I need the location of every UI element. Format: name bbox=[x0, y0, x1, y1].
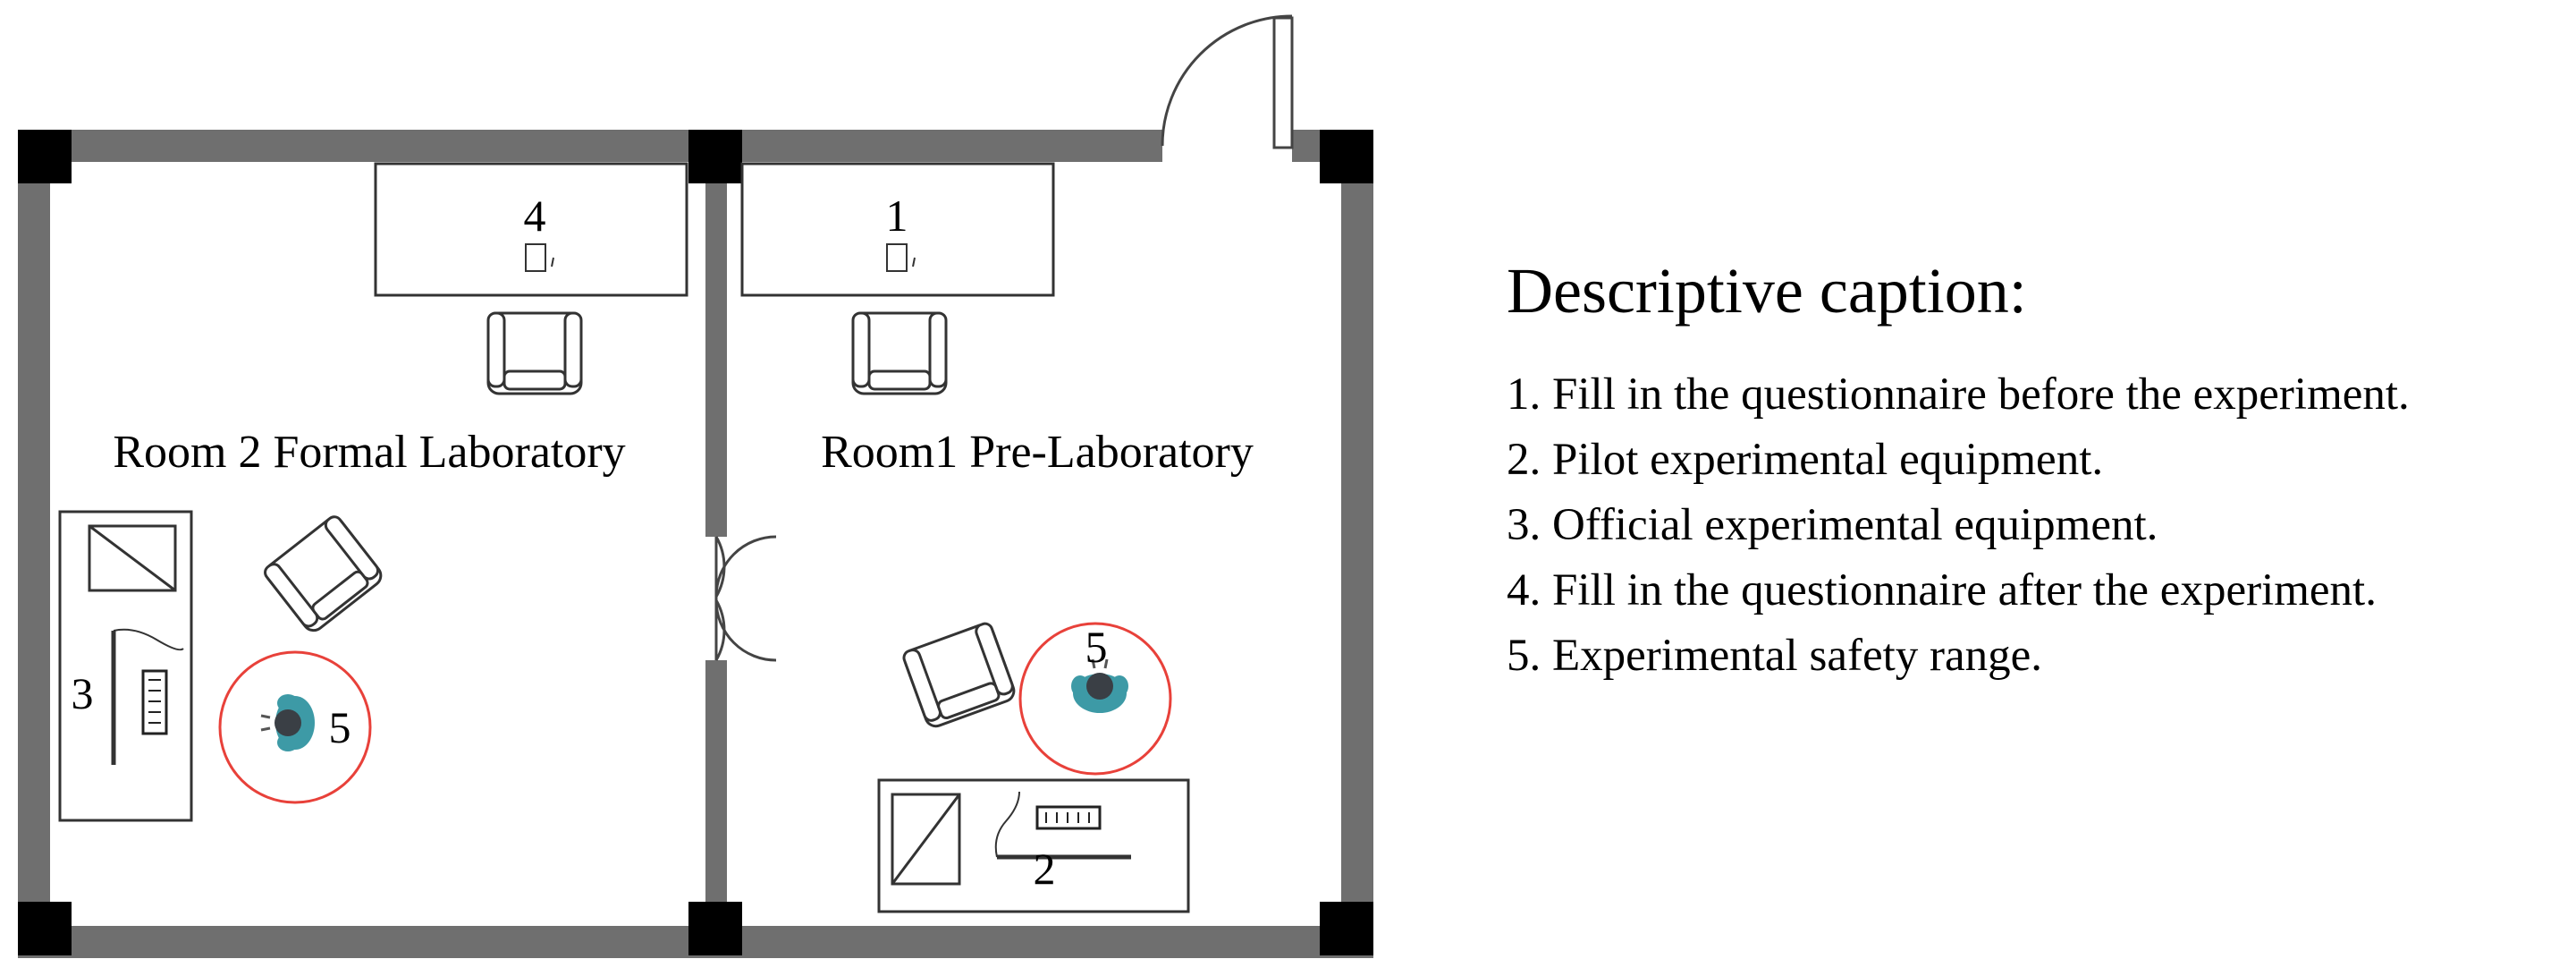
tablet-icon bbox=[886, 243, 908, 272]
entrance-door-icon bbox=[1161, 14, 1294, 149]
pillar bbox=[1320, 130, 1373, 183]
marker-4: 4 bbox=[524, 191, 546, 241]
caption-item-1: 1. Fill in the questionnaire before the … bbox=[1507, 369, 2410, 420]
desk-room2: 4 bbox=[374, 162, 688, 297]
marker-5: 5 bbox=[1085, 622, 1108, 672]
partition-wall-upper bbox=[705, 130, 727, 537]
marker-1: 1 bbox=[886, 191, 908, 241]
person-icon bbox=[260, 694, 315, 751]
room2-label: Room 2 Formal Laboratory bbox=[113, 427, 625, 478]
room1-label: Room1 Pre-Laboratory bbox=[821, 427, 1254, 478]
caption-item-5: 5. Experimental safety range. bbox=[1507, 631, 2043, 681]
interior-door-icon bbox=[714, 535, 777, 662]
caption-item-2: 2. Pilot experimental equipment. bbox=[1507, 435, 2104, 485]
pillars bbox=[18, 130, 1373, 955]
caption-title: Descriptive caption: bbox=[1507, 255, 2027, 327]
chair-icon bbox=[264, 515, 383, 632]
pillar bbox=[688, 902, 742, 955]
left-wall bbox=[18, 130, 50, 958]
marker-3: 3 bbox=[72, 668, 94, 718]
marker-2: 2 bbox=[1034, 844, 1056, 894]
desk-room1: 1 bbox=[740, 162, 1055, 297]
safety-range-room2: 5 bbox=[218, 650, 372, 804]
caption-list: 1. Fill in the questionnaire before the … bbox=[1507, 362, 2571, 689]
tablet-icon bbox=[525, 243, 546, 272]
top-wall-left bbox=[18, 130, 1162, 162]
chair-icon bbox=[902, 622, 1016, 728]
equipment-bench-room1: 2 bbox=[877, 778, 1190, 913]
caption-item-4: 4. Fill in the questionnaire after the e… bbox=[1507, 565, 2377, 615]
marker-5: 5 bbox=[329, 702, 351, 752]
equipment-bench-room2: 3 bbox=[58, 510, 193, 822]
caption-item-3: 3. Official experimental equipment. bbox=[1507, 500, 2158, 550]
chair-icon bbox=[486, 311, 583, 395]
pillar bbox=[688, 130, 742, 183]
safety-range-room1: 5 bbox=[1018, 622, 1172, 776]
right-wall bbox=[1341, 130, 1373, 958]
pillar bbox=[18, 902, 72, 955]
person-icon bbox=[1071, 658, 1128, 713]
pillar bbox=[18, 130, 72, 183]
pillar bbox=[1320, 902, 1373, 955]
caption-panel: Descriptive caption: 1. Fill in the ques… bbox=[1507, 255, 2571, 689]
chair-icon bbox=[851, 311, 948, 395]
